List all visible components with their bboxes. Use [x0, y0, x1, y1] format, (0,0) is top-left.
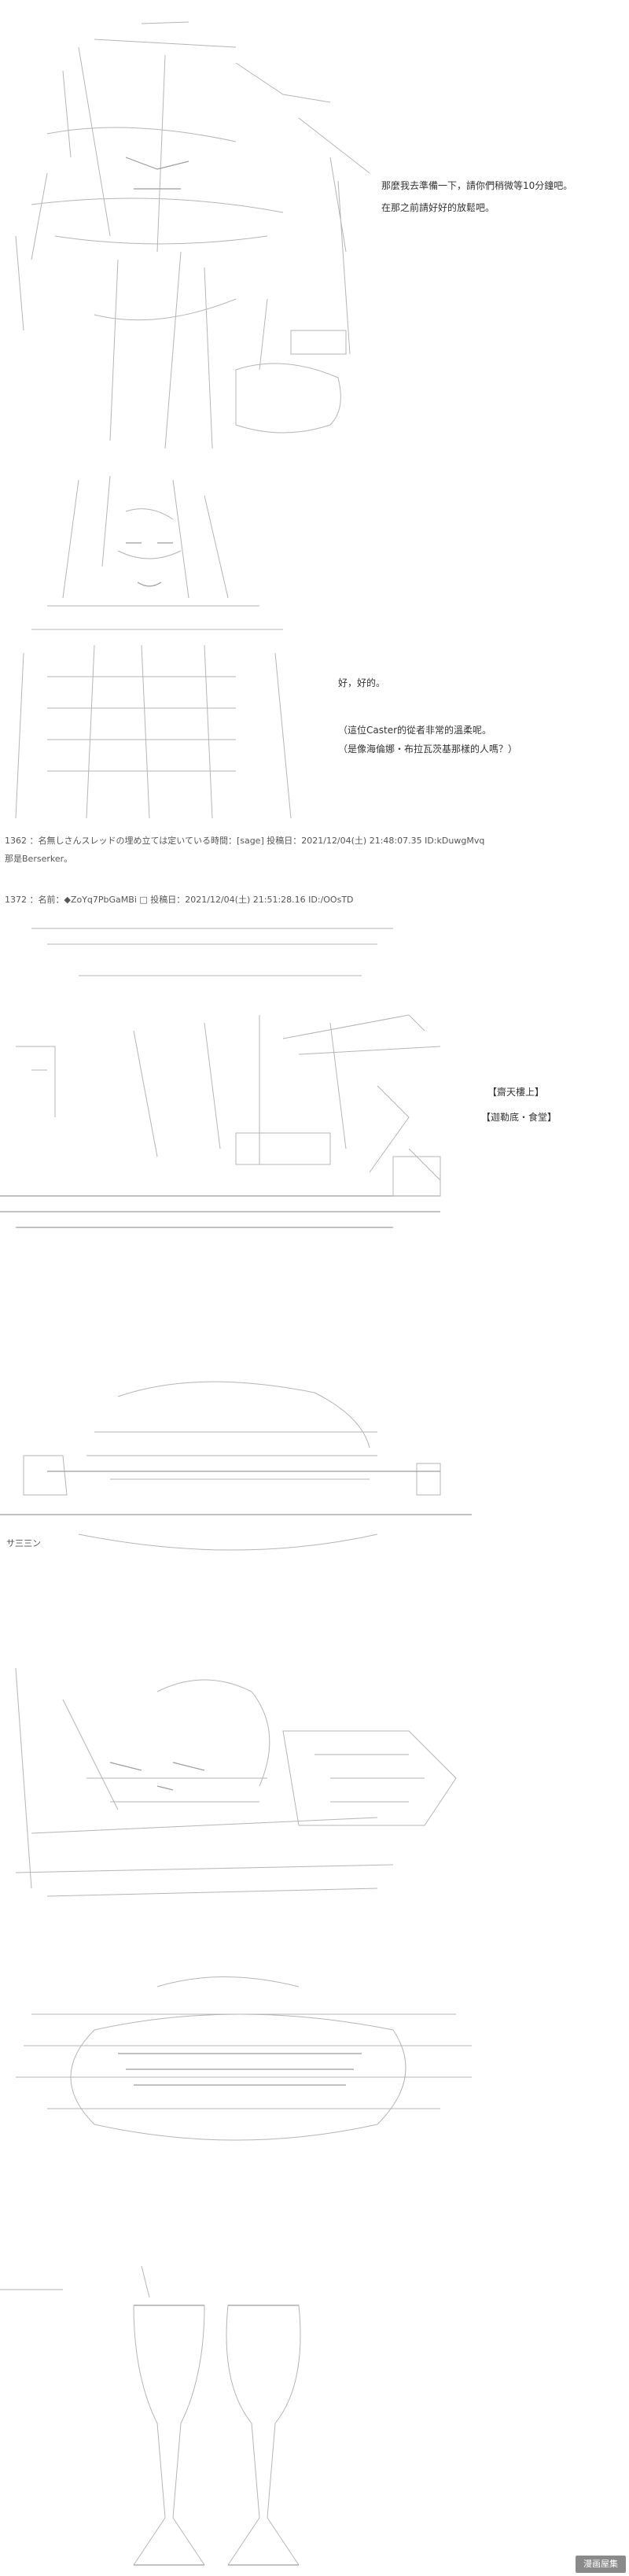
- site-watermark: 漫画屋集: [576, 2556, 626, 2573]
- post-header: 1372 ：名前：◆ZoYq7PbGaMBi □ 投稿日：2021/12/04(…: [5, 895, 354, 905]
- dialogue-line: 那麼我去準備一下，請你們稍微等10分鐘吧。: [381, 180, 573, 191]
- scene7-figure: [0, 2265, 301, 2566]
- location-caption: 【齋天樓上】: [487, 1087, 545, 1098]
- dialogue-line: 好，好的。: [338, 677, 386, 688]
- scene6-figure: [16, 1976, 472, 2141]
- scene4-figure: [0, 1381, 472, 1551]
- sound-effect: サ三三ン: [6, 1538, 41, 1548]
- scene5-figure: [15, 1667, 457, 1897]
- location-caption: 【迦勒底・食堂】: [481, 1112, 557, 1123]
- post-body: 那是Berserker。: [5, 854, 73, 864]
- post-header: 1362 ：名無しさんスレッドの埋め立ては定いている時間：[sage] 投稿日：…: [5, 836, 485, 846]
- scene2-figure: [15, 475, 292, 819]
- thought-line: （這位Caster的從者非常的溫柔呢。: [338, 725, 492, 736]
- thought-line: （是像海倫娜・布拉瓦茨基那樣的人嗎？）: [338, 744, 518, 755]
- scene3-figure: [0, 928, 441, 1228]
- dialogue-line: 在那之前請好好的放鬆吧。: [381, 202, 495, 213]
- scene1-figure: [15, 21, 370, 449]
